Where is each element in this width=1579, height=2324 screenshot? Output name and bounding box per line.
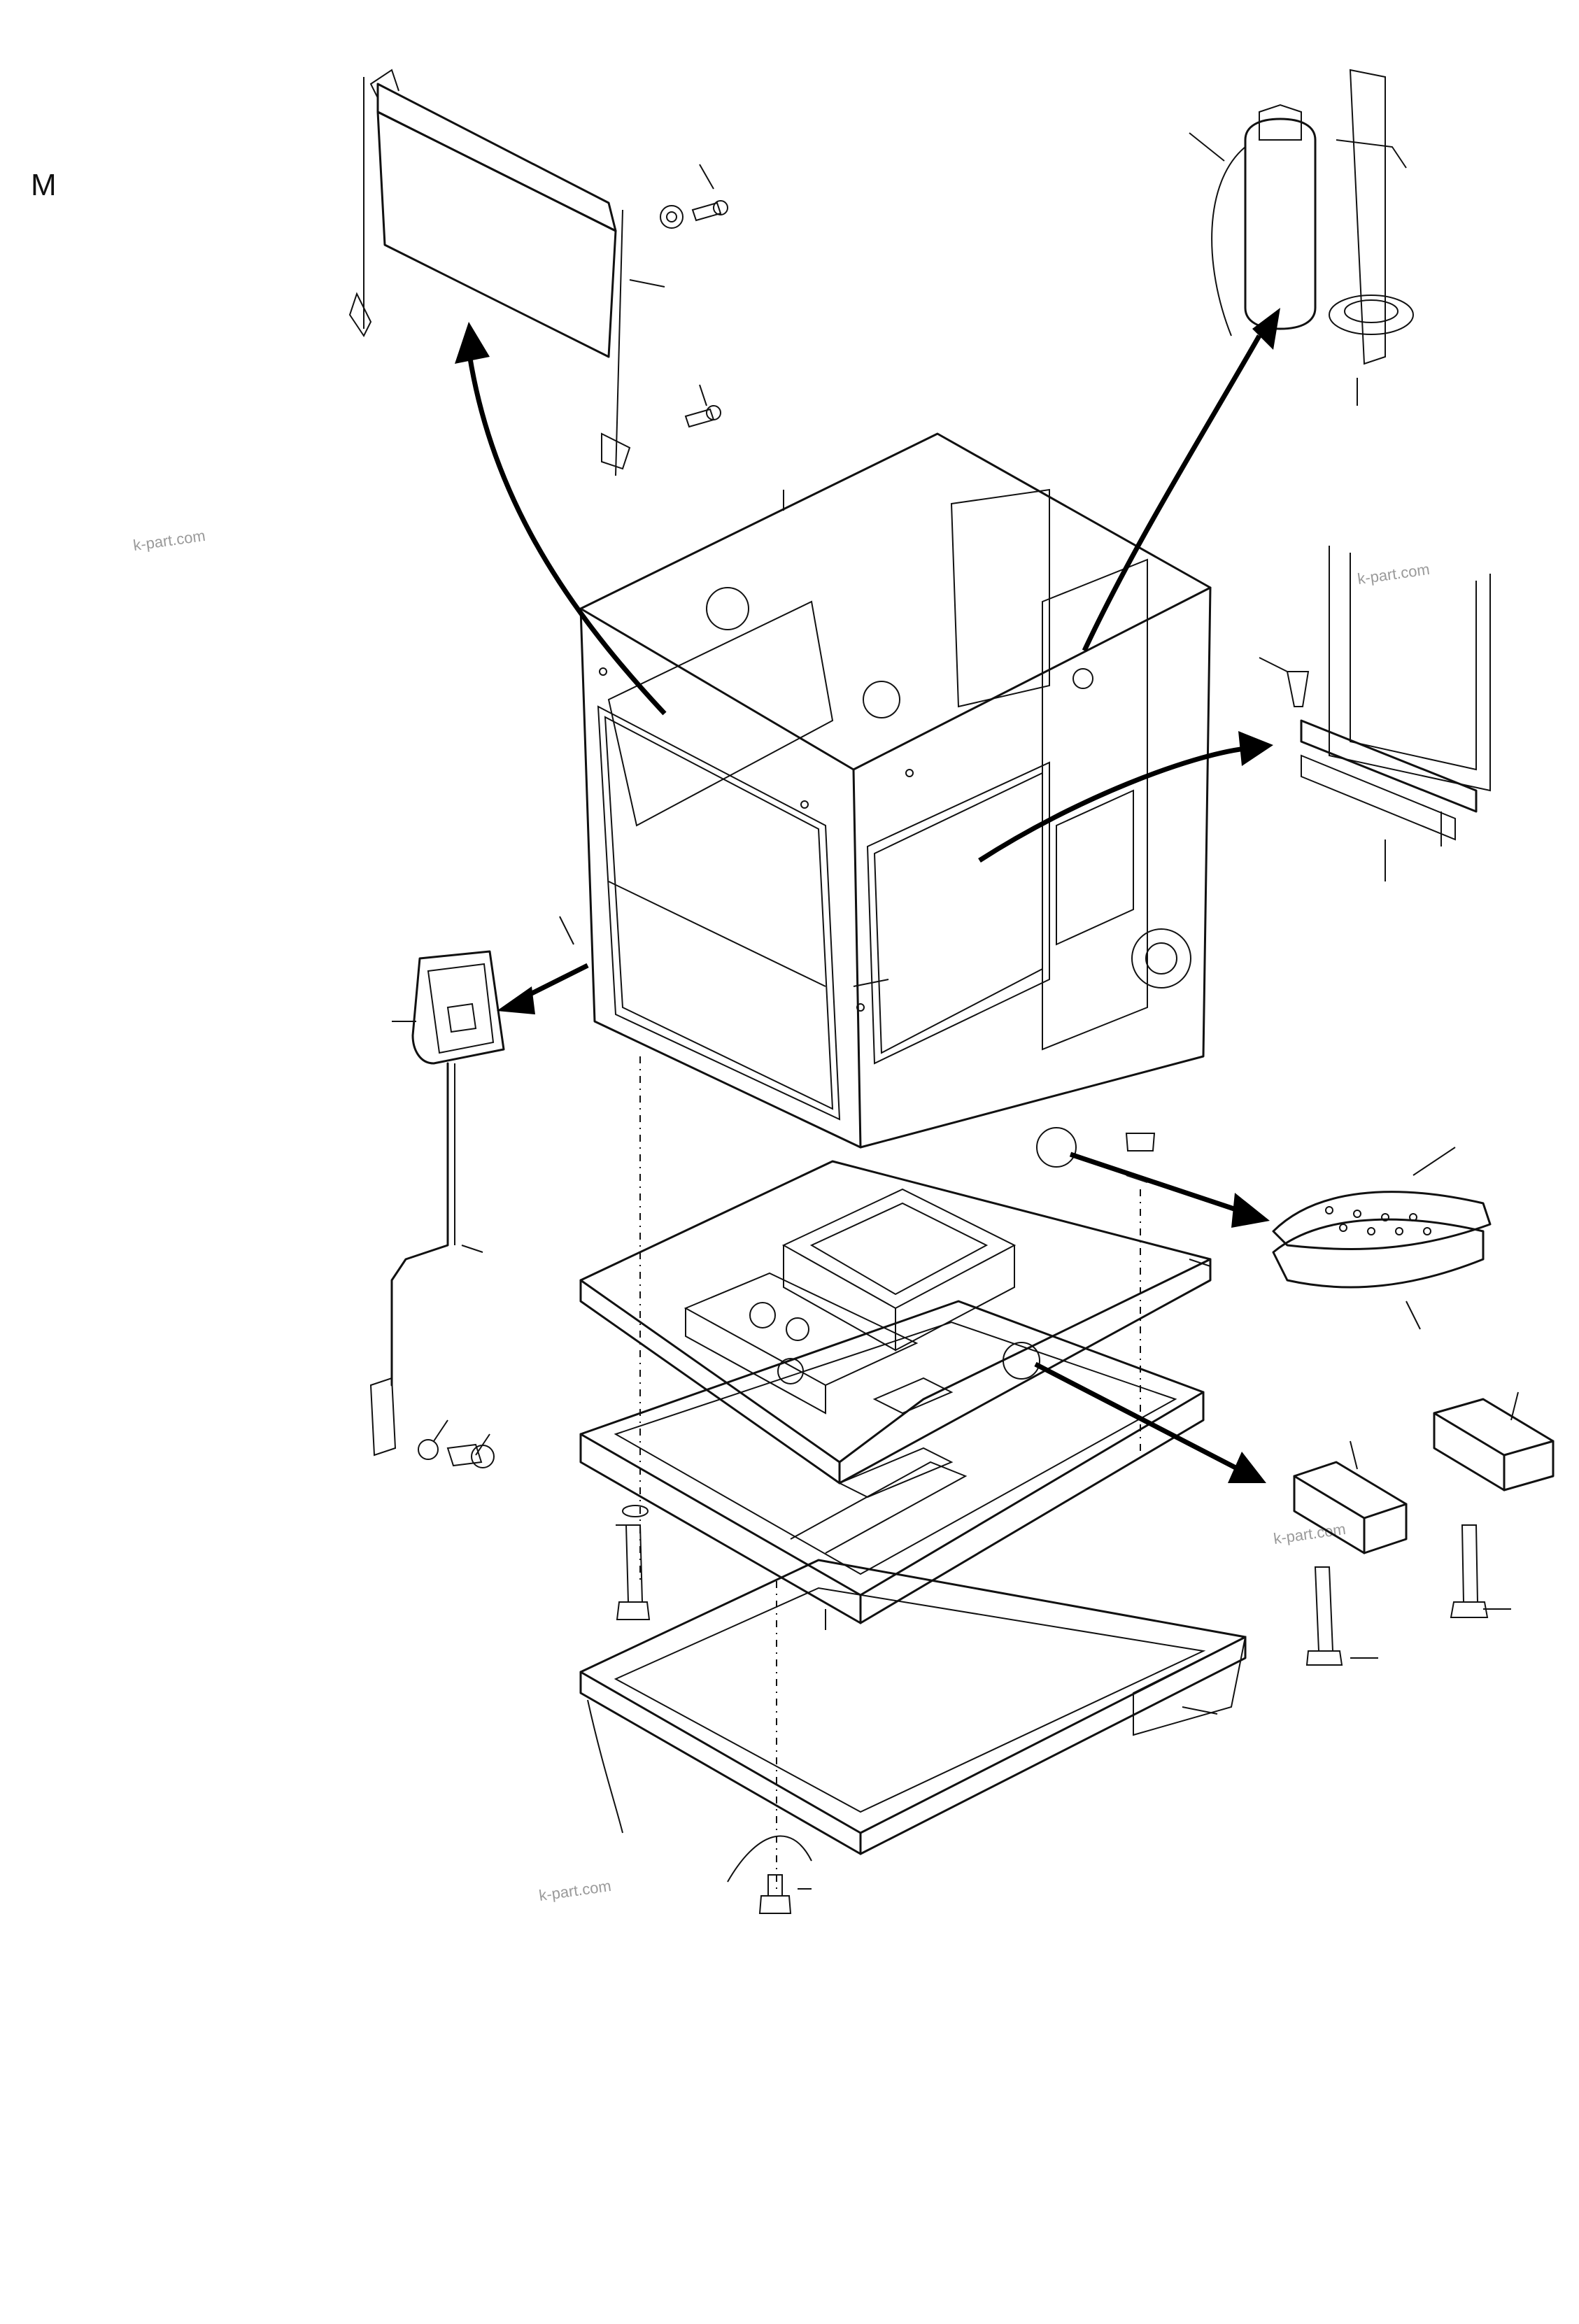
mounting-frame [579, 1300, 1205, 1624]
base-chassis [579, 1559, 1247, 1883]
arrow-icon [455, 308, 1280, 1483]
mounting-blocks [1293, 1398, 1555, 1666]
mirror-assembly [369, 950, 505, 1468]
wiper-assembly [348, 69, 728, 476]
section-letter: M [31, 168, 57, 202]
cabin [579, 432, 1212, 1149]
bolt-icon [616, 1133, 1156, 1914]
alignment-lines [639, 1056, 1141, 1889]
floor-mat-assembly [1272, 1191, 1492, 1289]
floor-plate [579, 1127, 1212, 1485]
extinguisher-assembly [1211, 69, 1414, 365]
door-seal-assembly [1286, 546, 1491, 841]
leader-lines [392, 132, 1519, 1890]
